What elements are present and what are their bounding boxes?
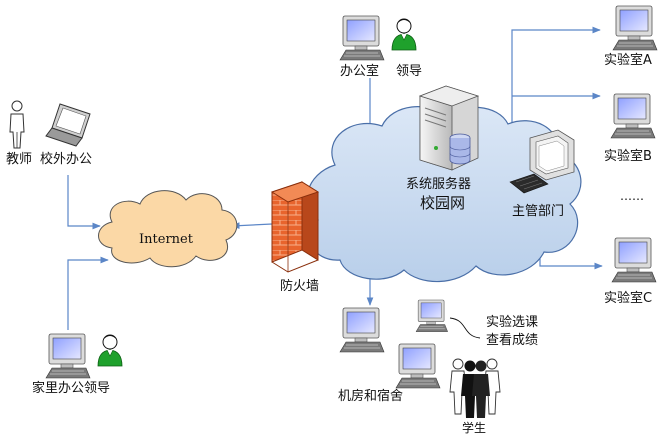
server-label: 系统服务器 — [406, 176, 471, 192]
home-pc-icon — [45, 333, 91, 379]
dorm-pc-icon-2 — [395, 343, 441, 389]
home-leader-icon — [97, 334, 123, 367]
lab-a-label: 实验室A — [604, 52, 652, 68]
lab-b-label: 实验室B — [604, 148, 652, 164]
student-label: 学生 — [462, 420, 486, 435]
students-icon — [449, 358, 501, 418]
lab-a-pc-icon — [612, 5, 658, 51]
internet-label: Internet — [139, 232, 194, 247]
lab-b-pc-icon — [610, 93, 656, 139]
laptop-icon — [45, 103, 91, 147]
dorm-label: 机房和宿舍 — [338, 388, 403, 404]
leader-label: 领导 — [396, 64, 422, 79]
firewall — [270, 181, 320, 273]
teacher-label: 教师 — [6, 151, 32, 167]
dorm-pc-icon-3 — [415, 299, 448, 332]
office-leader-icon — [391, 18, 417, 51]
office-pc-icon — [339, 15, 385, 61]
campus-net-label: 校园网 — [420, 194, 465, 212]
teacher-icon — [9, 100, 25, 149]
office-label: 办公室 — [340, 63, 379, 79]
home-leader-label: 家里办公领导 — [32, 380, 110, 396]
link-firewall-internet — [231, 222, 273, 229]
link-campus-lab-a — [511, 26, 601, 128]
lab-c-pc-icon — [611, 237, 657, 283]
internet-cloud: Internet — [98, 190, 238, 268]
firewall-label: 防火墙 — [280, 278, 319, 294]
course-select-label: 实验选课 — [486, 314, 538, 330]
link-teacher-internet — [67, 175, 101, 230]
lab-ellipsis: …… — [620, 189, 644, 203]
admin-pc-icon — [509, 129, 575, 194]
check-grades-label: 查看成绩 — [486, 332, 538, 348]
remote-office-label: 校外办公 — [40, 151, 92, 167]
link-home-internet — [67, 256, 109, 330]
callout-line — [449, 317, 481, 339]
admin-label: 主管部门 — [512, 204, 564, 219]
server-icon — [418, 85, 480, 171]
dorm-pc-icon-1 — [339, 307, 385, 353]
lab-c-label: 实验室C — [604, 290, 652, 306]
